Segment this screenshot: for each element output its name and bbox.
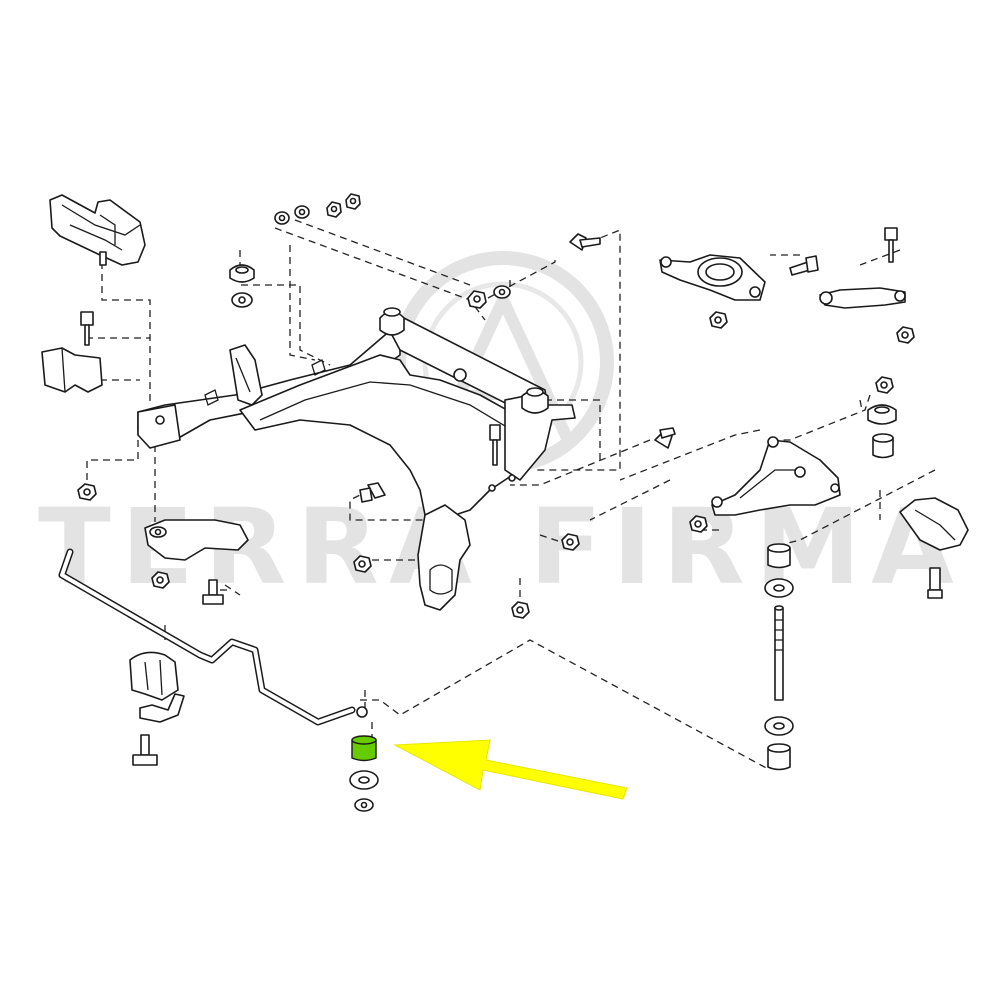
rod-stud	[774, 605, 784, 701]
bushing-stack-upper	[767, 543, 791, 569]
lower-control-arm	[711, 436, 841, 516]
bolt-left-1	[80, 311, 94, 346]
nut-link	[354, 798, 374, 812]
washer-mid-upper	[493, 285, 511, 299]
bolt-center-2	[489, 424, 501, 466]
rear-subframe	[137, 307, 576, 611]
nut-arm-left	[689, 515, 708, 533]
nut-center-2	[561, 533, 580, 551]
bolt-center-4	[359, 482, 386, 503]
washer-link	[349, 770, 379, 790]
highlighted-bushing	[351, 735, 377, 762]
upper-link	[659, 254, 766, 301]
bolt-toe-link	[884, 227, 898, 263]
nut-mid-upper	[467, 290, 487, 309]
toe-link	[819, 287, 906, 309]
bolt-diff-mount	[202, 579, 224, 605]
stabilizer-link-bushing	[351, 739, 377, 762]
nut-center-3	[511, 601, 530, 619]
nut-top-3	[326, 201, 342, 218]
front-mount-bracket	[49, 194, 146, 266]
diff-mount-member	[144, 519, 249, 561]
nut-arm-upper	[875, 376, 894, 394]
washer-top-left	[231, 292, 253, 308]
bolt-knuckle	[927, 567, 943, 599]
nut-left	[77, 483, 97, 501]
nut-upper-link	[709, 311, 728, 329]
nut-top-4	[345, 193, 361, 210]
bolt-center-1	[569, 233, 601, 251]
knuckle-bracket	[899, 497, 969, 551]
nut-diff-mount	[151, 571, 170, 589]
washer-top-2	[294, 205, 310, 219]
bushing-top-left	[229, 264, 255, 283]
stabilizer-bar	[58, 548, 368, 726]
arrow-left-icon	[393, 739, 628, 800]
bushing-arm-upper	[867, 404, 897, 425]
stabilizer-bushing	[129, 651, 179, 701]
mount-bracket-left	[41, 347, 103, 393]
nut-toe-link	[896, 326, 915, 344]
washer-stack-upper	[764, 578, 794, 598]
bushing-stack-lower	[767, 743, 791, 771]
bushing-arm-sleeve	[872, 433, 894, 459]
washer-top-1	[274, 211, 290, 225]
bolt-stabilizer-clamp	[132, 734, 158, 766]
bolt-upper-link	[789, 255, 819, 276]
stabilizer-clamp	[139, 693, 185, 723]
stabilizer-link-bushing-top	[351, 735, 377, 745]
washer-stack-lower	[764, 716, 794, 736]
bracket-stud	[99, 251, 107, 266]
nut-center-1	[353, 555, 372, 573]
bolt-center-3	[654, 427, 676, 449]
